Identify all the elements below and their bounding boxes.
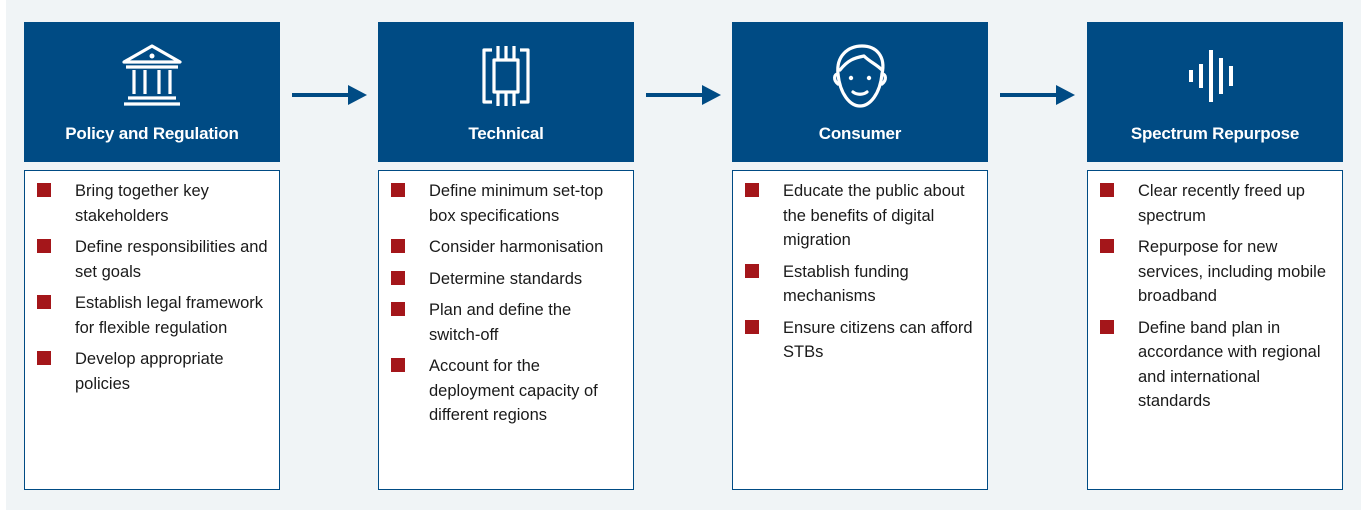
bullet-square (391, 183, 405, 197)
bullet-list: Bring together key stakeholders Define r… (37, 179, 269, 396)
list-item: Bring together key stakeholders (37, 179, 269, 228)
bullet-list: Clear recently freed up spectrum Repurpo… (1100, 179, 1332, 414)
bullet-square (391, 358, 405, 372)
person-face-icon (820, 40, 900, 112)
bullet-square (391, 239, 405, 253)
government-building-icon (112, 40, 192, 112)
column-body: Bring together key stakeholders Define r… (24, 170, 280, 490)
list-item: Establish funding mechanisms (745, 260, 977, 309)
list-item: Develop appropriate policies (37, 347, 269, 396)
bullet-list: Define minimum set-top box specification… (391, 179, 623, 428)
column-header: Policy and Regulation (24, 22, 280, 162)
bullet-square (37, 295, 51, 309)
list-item: Repurpose for new services, including mo… (1100, 235, 1332, 309)
bullet-square (1100, 239, 1114, 253)
list-item: Account for the deployment capacity of d… (391, 354, 623, 428)
chip-icon (466, 40, 546, 112)
bullet-square (391, 270, 405, 285)
column-header: Spectrum Repurpose (1087, 22, 1343, 162)
bullet-list: Educate the public about the benefits of… (745, 179, 977, 365)
column-body: Define minimum set-top box specification… (378, 170, 634, 490)
list-item: Define responsibilities and set goals (37, 235, 269, 284)
column-body: Clear recently freed up spectrum Repurpo… (1087, 170, 1343, 490)
bullet-square (1100, 183, 1114, 197)
column-body: Educate the public about the benefits of… (732, 170, 988, 490)
column-spectrum-repurpose: Spectrum Repurpose Clear recently freed … (1087, 22, 1343, 490)
bullet-square (745, 263, 759, 278)
column-title: Spectrum Repurpose (1130, 124, 1300, 143)
list-item: Define band plan in accordance with regi… (1100, 316, 1332, 414)
list-item: Determine standards (391, 267, 623, 292)
signal-waveform-icon (1175, 40, 1255, 112)
list-item: Clear recently freed up spectrum (1100, 179, 1332, 228)
column-consumer: Consumer Educate the public about the be… (732, 22, 988, 490)
column-title: Consumer (818, 124, 902, 143)
list-item: Define minimum set-top box specification… (391, 179, 623, 228)
arrow-right-icon (646, 85, 721, 105)
column-technical: Technical Define minimum set-top box spe… (378, 22, 634, 490)
column-header: Consumer (732, 22, 988, 162)
arrow-right-icon (1000, 85, 1075, 105)
bullet-square (391, 302, 405, 316)
bullet-square (37, 351, 51, 365)
list-item: Consider harmonisation (391, 235, 623, 260)
bullet-square (745, 319, 759, 334)
list-item: Educate the public about the benefits of… (745, 179, 977, 253)
column-title: Technical (468, 124, 544, 143)
bullet-square (1100, 319, 1114, 334)
column-header: Technical (378, 22, 634, 162)
column-title: Policy and Regulation (65, 124, 239, 143)
bullet-square (745, 183, 759, 197)
arrow-right-icon (292, 85, 367, 105)
list-item: Ensure citizens can afford STBs (745, 316, 977, 365)
bullet-square (37, 239, 51, 253)
column-policy-regulation: Policy and Regulation Bring together key… (24, 22, 280, 490)
list-item: Plan and define the switch-off (391, 298, 623, 347)
list-item: Establish legal framework for flexible r… (37, 291, 269, 340)
bullet-square (37, 183, 51, 197)
